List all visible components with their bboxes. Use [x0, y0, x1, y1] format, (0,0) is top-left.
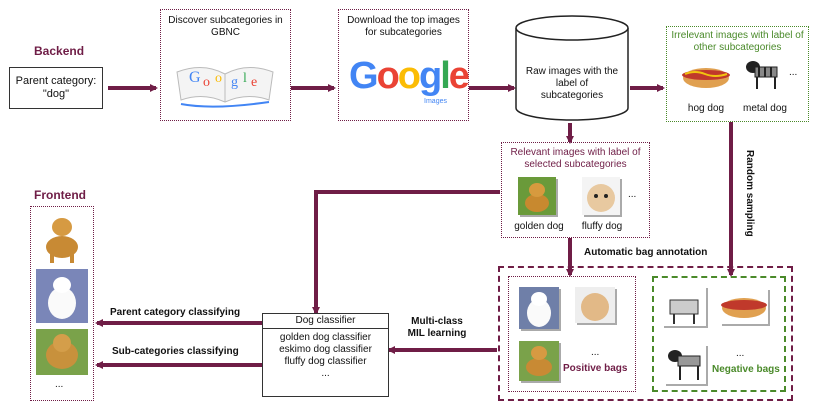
parent-category-value: "dog": [42, 88, 70, 100]
bags-container: [498, 266, 793, 401]
classifier-line: golden dog classifier: [279, 332, 372, 343]
positive-bag-image-fluffy-dog: [575, 287, 615, 323]
negative-bags-box: ... Negative bags: [652, 276, 786, 392]
raw-images-label: Raw images with the label of subcategori…: [525, 66, 619, 101]
negative-bag-image-robot-dog: [664, 344, 706, 384]
dog-classifier-box: Dog classifier golden dog classifier esk…: [262, 313, 389, 397]
negative-bags-label: Negative bags: [712, 364, 780, 375]
positive-bags-label: Positive bags: [563, 363, 628, 374]
google-images-sublabel: Images: [424, 98, 447, 105]
frontend-box: ...: [30, 206, 94, 401]
google-logo-letter: l: [440, 55, 450, 97]
discover-label: Discover subcategories in GBNC: [168, 15, 283, 38]
irrelevant-title: Irrelevant images with label of other su…: [671, 30, 804, 53]
frontend-image-white-dog: [36, 269, 88, 323]
parent-category-box: Parent category: "dog": [9, 67, 103, 109]
positive-bag-ellipsis: ...: [591, 347, 600, 358]
positive-bags-box: ... Positive bags: [508, 276, 636, 392]
mil-line-1: Multi-class: [411, 316, 463, 327]
hot-dog-image: [682, 68, 730, 88]
random-sampling-label: Random sampling: [744, 150, 755, 237]
backend-heading: Backend: [34, 44, 85, 58]
parent-classifying-label: Parent category classifying: [110, 307, 241, 318]
frontend-image-golden-retriever: [36, 211, 88, 265]
google-logo-letter: e: [448, 55, 470, 97]
google-logo-letter: G: [349, 55, 379, 97]
frontend-image-fluffy-dog: [36, 329, 88, 375]
irrelevant-ellipsis: ...: [789, 67, 798, 78]
negative-bag-ellipsis: ...: [736, 348, 745, 359]
raw-images-database: [515, 15, 629, 121]
irrelevant-item-label: hog dog: [687, 103, 725, 114]
frontend-heading: Frontend: [34, 188, 86, 202]
classifier-line: ...: [321, 368, 330, 379]
classifier-title: Dog classifier: [263, 314, 388, 329]
negative-bag-image-hot-dog: [720, 288, 768, 324]
relevant-ellipsis: ...: [628, 189, 637, 200]
google-images-logo: Google Images: [349, 54, 470, 110]
relevant-item-label: golden dog: [514, 221, 564, 232]
negative-bag-image-metal-dog: [662, 286, 706, 326]
golden-dog-image: [518, 177, 556, 215]
arrow-relevant-to-classifier: [312, 190, 500, 315]
parent-category-label: Parent category:: [15, 75, 97, 87]
mil-line-2: MIL learning: [407, 328, 467, 339]
svg-text:G: G: [189, 69, 201, 86]
relevant-title: Relevant images with label of selected s…: [510, 147, 641, 170]
sub-classifying-label: Sub-categories classifying: [112, 346, 239, 357]
classifier-line: eskimo dog classifier: [279, 344, 372, 355]
classifier-line: fluffy dog classifier: [284, 356, 367, 367]
google-logo-letter: o: [376, 55, 400, 97]
relevant-item-label: fluffy dog: [581, 221, 623, 232]
irrelevant-box: Irrelevant images with label of other su…: [666, 26, 809, 122]
mil-learning-label: Multi-class MIL learning: [402, 316, 472, 340]
irrelevant-item-label: metal dog: [743, 103, 787, 114]
svg-text:l: l: [243, 71, 247, 86]
positive-bag-image-white-dog: [519, 287, 559, 329]
discover-box: Discover subcategories in GBNC G o o g l…: [160, 9, 291, 121]
svg-text:o: o: [215, 71, 222, 86]
positive-bag-image-golden-dog: [519, 341, 559, 381]
google-logo-letter: g: [419, 55, 442, 97]
frontend-ellipsis: ...: [55, 379, 64, 390]
metal-dog-image: [746, 61, 778, 89]
gbnc-book-illustration: G o o g l e: [176, 67, 274, 108]
download-box: Download the top images for subcategorie…: [338, 9, 470, 121]
relevant-box: Relevant images with label of selected s…: [501, 142, 650, 238]
svg-text:g: g: [231, 75, 238, 90]
download-label: Download the top images for subcategorie…: [347, 15, 460, 38]
svg-text:e: e: [251, 75, 257, 90]
google-logo-letter: o: [397, 55, 421, 97]
auto-bag-label: Automatic bag annotation: [584, 247, 708, 258]
fluffy-dog-image: [582, 177, 620, 215]
svg-text:o: o: [203, 75, 210, 90]
